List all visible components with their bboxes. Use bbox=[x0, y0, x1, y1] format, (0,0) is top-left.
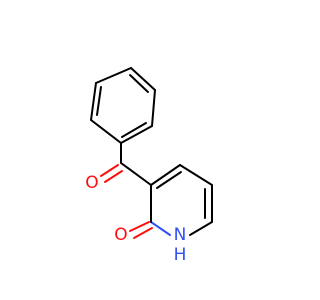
ring-nitrogen-hydrogen-label: H bbox=[174, 245, 187, 265]
pyridone-bond-c4-c5 bbox=[179, 164, 213, 186]
bond-carbonyl-pyridone bbox=[120, 162, 152, 186]
pyridone-ring bbox=[129, 164, 213, 239]
phenyl-bond-2 bbox=[90, 82, 97, 121]
atom-labels: O O N H bbox=[85, 173, 186, 265]
pyridone-bond-n-c2 bbox=[150, 221, 171, 236]
ring-oxygen-label: O bbox=[114, 225, 127, 245]
phenyl-bond-2-inner bbox=[96, 86, 102, 116]
molecule-structure-diagram: O O N H bbox=[85, 67, 213, 265]
phenyl-bond-1 bbox=[90, 119, 122, 144]
ring-nitrogen-label: N bbox=[174, 225, 187, 245]
phenyl-ring bbox=[90, 67, 156, 144]
pyridone-bond-c3-c4 bbox=[150, 164, 181, 186]
phenyl-bond-5 bbox=[151, 89, 156, 127]
pyridone-bond-c6-n bbox=[189, 221, 213, 236]
bond-pyridone-oxygen-1 bbox=[129, 221, 150, 232]
bond-pyridone-oxygen-2 bbox=[133, 227, 153, 239]
phenyl-bond-4-inner bbox=[129, 74, 149, 93]
carbonyl-group bbox=[100, 142, 152, 186]
phenyl-bond-3 bbox=[95, 67, 132, 84]
phenyl-bond-6-inner bbox=[121, 122, 147, 138]
phenyl-bond-4 bbox=[130, 67, 156, 91]
bond-carbonyl-oxygen-2 bbox=[104, 170, 123, 183]
pyridone-bond-c3-c4-inner bbox=[156, 171, 182, 189]
phenyl-bond-6 bbox=[120, 125, 153, 144]
bond-carbonyl-oxygen-1 bbox=[100, 164, 119, 177]
carbonyl-oxygen-label: O bbox=[85, 173, 98, 193]
